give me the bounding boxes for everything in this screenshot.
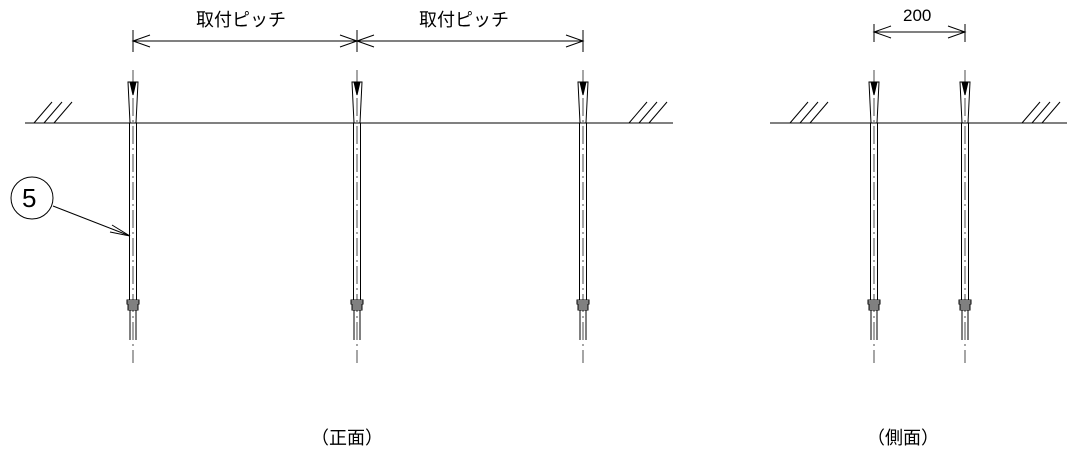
spacing-label: 200 (903, 6, 932, 25)
ground-hatch-right-front (628, 101, 668, 124)
pitch-label-1: 取付ピッチ (196, 10, 286, 31)
side-view (770, 24, 1067, 364)
spacing-dimension (872, 24, 967, 42)
post-front-1 (126, 69, 140, 364)
post-front-3 (576, 69, 590, 364)
ground-hatch-left-side (789, 101, 829, 124)
post-side-1 (867, 69, 881, 364)
post-side-2 (958, 69, 972, 364)
part-number-label: 5 (22, 183, 37, 213)
front-view (10, 30, 673, 364)
part-balloon (10, 176, 131, 237)
post-front-2 (350, 69, 364, 364)
ground-hatch-right-side (1021, 101, 1061, 124)
pitch-label-2: 取付ピッチ (419, 10, 509, 31)
front-view-caption: （正面） (311, 428, 383, 449)
pitch-dimension (131, 30, 585, 52)
ground-hatch-left-front (33, 101, 73, 124)
side-view-caption: （側面） (867, 428, 939, 449)
